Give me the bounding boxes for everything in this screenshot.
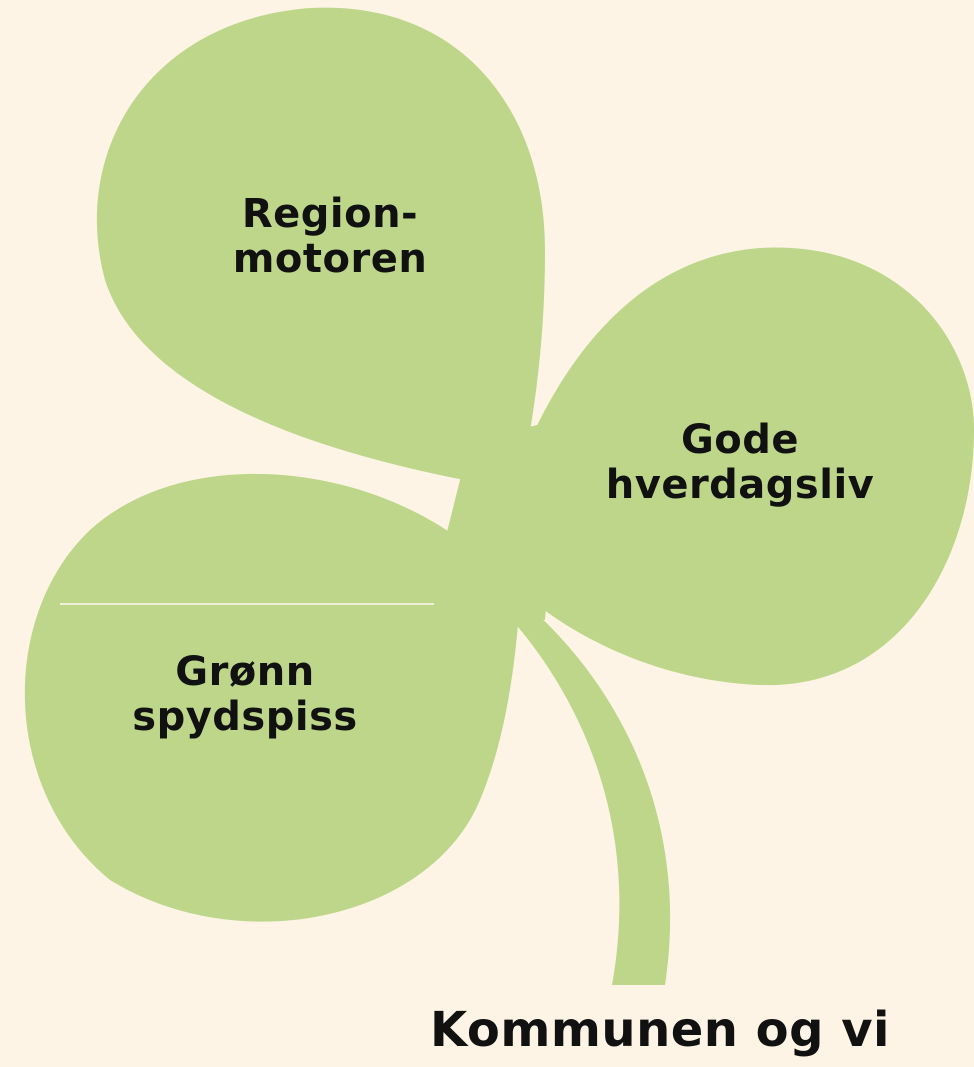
- leaf-left-line2: spydspiss: [132, 693, 358, 740]
- leaf-left-label: Grønn spydspiss: [95, 650, 395, 740]
- leaf-top: [96, 7, 545, 491]
- clover-stem: [505, 612, 671, 985]
- clover-center: [430, 420, 560, 620]
- leaf-top-line1: Region-: [241, 191, 419, 237]
- leaf-top-line2: motoren: [232, 235, 428, 282]
- leaf-top-label: Region- motoren: [180, 192, 480, 282]
- leaf-right: [490, 247, 974, 686]
- leaf-right-line1: Gode: [680, 417, 800, 463]
- diagram-caption: Kommunen og vi: [430, 1002, 890, 1058]
- leaf-left-line1: Grønn: [175, 649, 315, 695]
- leaf-right-label: Gode hverdagsliv: [560, 418, 920, 508]
- leaf-right-line2: hverdagsliv: [605, 461, 875, 508]
- leaf-left: [24, 473, 520, 922]
